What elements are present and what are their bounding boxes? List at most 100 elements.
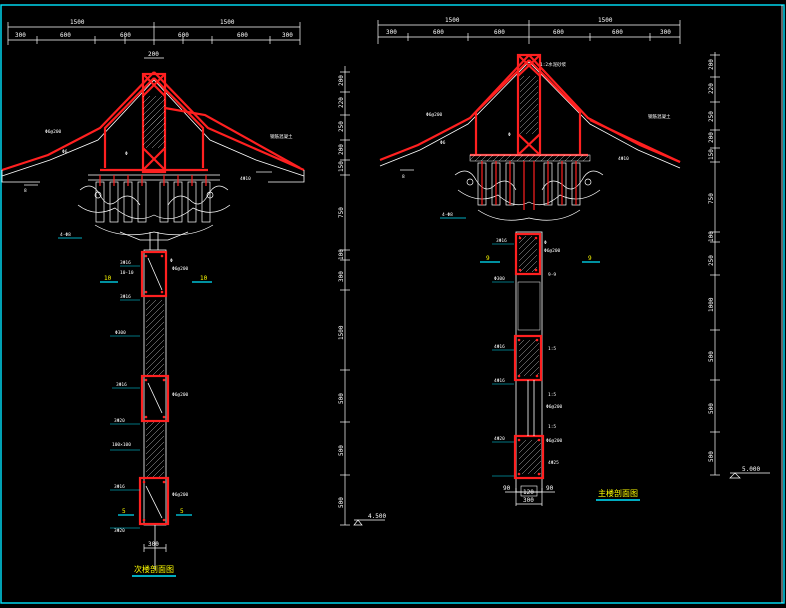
dim-label: 1500 xyxy=(338,325,345,340)
dim-label: 500 xyxy=(708,351,715,362)
dim-label: 600 xyxy=(120,32,131,39)
callout-label: 3Φ16 xyxy=(120,294,131,300)
dim-label: 200 xyxy=(708,132,715,143)
callout-label: 3Φ16 xyxy=(116,382,127,388)
dim-label: 200 xyxy=(708,59,715,70)
callout-label: 9-9 xyxy=(548,272,556,278)
callout-label: 100×100 xyxy=(112,442,131,448)
callout-label: 钢筋混凝土 xyxy=(648,113,671,120)
dim-label: 750 xyxy=(338,207,345,218)
callout-label: 8 xyxy=(24,188,27,194)
dim-label: 300 xyxy=(15,32,26,39)
dim-label: 600 xyxy=(612,29,623,36)
dim-label: 500 xyxy=(708,403,715,414)
callout-label: Φ6@200 xyxy=(426,112,443,118)
callout-label: 3Φ20 xyxy=(114,418,125,424)
left-top-dimensions: 1500 1500 300 600 600 600 600 300 200 xyxy=(7,19,301,59)
dim-label: 100 xyxy=(338,249,345,260)
section-mark: 9 xyxy=(486,255,490,262)
right-top-dimensions: 1500 1500 300 600 600 600 600 300 xyxy=(377,17,681,44)
right-vertical-dimensions: 200 220 250 200 150 750 100 250 1000 500… xyxy=(708,52,770,479)
section-mark: 9 xyxy=(588,255,592,262)
callout-label: 3Φ20 xyxy=(114,528,125,534)
dim-label: 300 xyxy=(282,32,293,39)
dim-label: 250 xyxy=(708,255,715,266)
left-section: 1500 1500 300 600 600 600 600 300 200 xyxy=(1,19,386,577)
level-label: 5.000 xyxy=(742,466,760,473)
dim-label: 600 xyxy=(553,29,564,36)
callout-label: Φ6@200 xyxy=(45,129,62,135)
callout-label: 1:5 xyxy=(548,424,556,430)
dim-label: 300 xyxy=(386,29,397,36)
dim-label: 1500 xyxy=(445,17,460,24)
dim-label: 600 xyxy=(60,32,71,39)
callout-label: Φ xyxy=(544,240,547,246)
callout-label: 8 xyxy=(402,174,405,180)
dim-label: 1500 xyxy=(598,17,613,24)
column-width-label: 300 xyxy=(148,541,159,548)
dim-label: 250 xyxy=(338,121,345,132)
callout-label: Φ6 xyxy=(440,140,446,146)
drawing-frame xyxy=(0,4,785,604)
dim-label: 500 xyxy=(338,445,345,456)
callout-label: Φ xyxy=(170,258,173,264)
callout-label: 1:2水泥砂浆 xyxy=(540,61,567,68)
dim-label: 220 xyxy=(708,83,715,94)
right-section: 1500 1500 300 600 600 600 600 300 Φ6@200 xyxy=(377,17,770,506)
callout-label: Φ300 xyxy=(494,276,505,282)
left-section-title: 次楼剖面图 xyxy=(134,564,174,574)
dim-label: 200 xyxy=(338,75,345,86)
dim-label: 150 xyxy=(338,161,345,172)
dim-label: 500 xyxy=(338,393,345,404)
callout-label: 1:5 xyxy=(548,346,556,352)
callout-label: 10-10 xyxy=(120,270,134,276)
dim-label: 600 xyxy=(178,32,189,39)
level-marker-icon xyxy=(729,472,741,479)
callout-label: 4Φ10 xyxy=(240,176,251,182)
callout-label: Φ xyxy=(508,132,511,138)
dim-label: 750 xyxy=(708,193,715,204)
dim-label: 200 xyxy=(338,144,345,155)
dim-label: 250 xyxy=(708,111,715,122)
section-mark: 5 xyxy=(122,508,126,515)
right-bracket-set: 4-Φ8 xyxy=(440,161,604,221)
dim-label: 1000 xyxy=(708,297,715,312)
callout-label: 4-Φ8 xyxy=(442,212,453,218)
dim-label: 600 xyxy=(237,32,248,39)
right-column: 9 9 3Φ16 Φ Φ6@200 9-9 Φ300 4Φ16 1:5 4Φ16… xyxy=(480,231,600,506)
callout-label: 4Φ20 xyxy=(494,436,505,442)
dim-label: 90 xyxy=(546,485,554,492)
section-mark: 10 xyxy=(200,275,208,282)
level-label: 4.500 xyxy=(368,513,386,520)
dim-label: 1500 xyxy=(220,19,235,26)
dim-label: 90 xyxy=(503,485,511,492)
dim-label: 150 xyxy=(708,149,715,160)
callout-label: 4Φ10 xyxy=(618,156,629,162)
callout-label: Φ6 xyxy=(62,149,68,155)
callout-label: Φ6@200 xyxy=(546,404,563,410)
dim-label: 500 xyxy=(708,451,715,462)
callout-label: 3Φ16 xyxy=(120,260,131,266)
callout-label: 1:5 xyxy=(548,392,556,398)
callout-label: Φ6@200 xyxy=(546,438,563,444)
callout-label: Φ6@200 xyxy=(544,248,561,254)
dim-label: 300 xyxy=(523,497,534,504)
dim-label: 500 xyxy=(338,497,345,508)
callout-label: Φ6@200 xyxy=(172,392,189,398)
left-bracket-set: 4-Φ8 xyxy=(58,174,231,250)
dim-label: 220 xyxy=(338,97,345,108)
section-mark: 10 xyxy=(104,275,112,282)
level-marker-icon xyxy=(353,519,363,526)
right-section-title: 主楼剖面图 xyxy=(598,488,638,498)
callout-label: Φ300 xyxy=(115,330,126,336)
callout-label: 钢筋混凝土 xyxy=(270,133,293,140)
callout-label: 4-Φ8 xyxy=(60,232,71,238)
section-mark: 5 xyxy=(180,508,184,515)
left-roof: Φ6@200 Φ6 Φ 钢筋混凝土 4Φ10 8 xyxy=(1,71,305,194)
dim-label: 100 xyxy=(708,231,715,242)
dim-label: 120 xyxy=(523,489,534,496)
callout-label: Φ6@200 xyxy=(172,266,189,272)
dim-label: 300 xyxy=(660,29,671,36)
callout-label: Φ6@200 xyxy=(172,492,189,498)
